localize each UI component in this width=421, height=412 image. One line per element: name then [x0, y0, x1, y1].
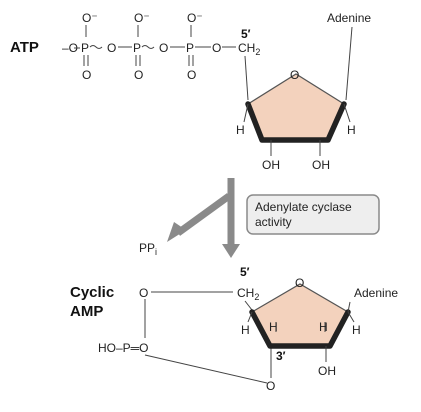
- atp-h1: H: [347, 123, 356, 137]
- atp-o-minus-3: O⁻: [187, 11, 203, 25]
- camp-ribose-front-edge: [249, 309, 351, 349]
- atp-ch2: CH2: [238, 41, 260, 57]
- enzyme-label-line2: activity: [255, 215, 292, 229]
- atp-oh-bonds: [270, 140, 321, 156]
- atp-h4: H: [236, 123, 245, 137]
- camp-label-line2: AMP: [70, 303, 103, 320]
- atp-ch2-ring-bond: [244, 55, 249, 101]
- atp-5-prime: 5′: [241, 27, 251, 41]
- camp-o3: O: [266, 379, 275, 393]
- branch-arrowhead: [167, 222, 186, 242]
- camp-h1-bond: [347, 311, 355, 323]
- atp-o-minus-2: O⁻: [134, 11, 150, 25]
- camp-adenine-bond: [347, 301, 351, 313]
- atp-anhydride-bond-1: [89, 45, 103, 49]
- camp-5-prime: 5′: [240, 265, 250, 279]
- camp-3-prime: 3′: [276, 349, 286, 363]
- camp-oh-2: OH: [318, 364, 336, 378]
- atp-adenine-bond: [345, 26, 353, 101]
- camp-h4: H: [241, 323, 250, 337]
- atp-o-bridge-3: O: [212, 41, 221, 55]
- camp-ch2-ring-bond: [244, 300, 253, 311]
- atp-single-bonds-up: [85, 25, 192, 37]
- camp-molecule: Cyclic AMP O HO–P═O O 5′ CH2 O Adenine H…: [70, 265, 398, 393]
- camp-ch2: CH2: [237, 286, 259, 302]
- atp-o-double-2: O: [134, 68, 143, 82]
- camp-h3: H: [269, 320, 278, 334]
- main-arrowhead: [222, 244, 240, 258]
- ppi-label: PPi: [139, 241, 157, 257]
- atp-oh-2: OH: [312, 158, 330, 172]
- camp-ho-p-o: HO–P═O: [98, 341, 149, 355]
- reaction-arrows: PPi Adenylate cyclase activity: [139, 178, 380, 258]
- atp-p-beta: P: [133, 41, 141, 55]
- camp-adenine: Adenine: [354, 286, 398, 300]
- camp-label-line1: Cyclic: [70, 284, 114, 301]
- camp-ring-oxygen: O: [295, 276, 304, 290]
- camp-o5: O: [139, 286, 148, 300]
- atp-p-gamma: P: [81, 41, 89, 55]
- camp-h4-bond: [247, 311, 253, 323]
- atp-oh-3: OH: [262, 158, 280, 172]
- atp-label: ATP: [10, 39, 39, 56]
- atp-p-alpha: P: [186, 41, 194, 55]
- enzyme-label-line1: Adenylate cyclase: [255, 200, 352, 214]
- atp-o-minus-1: O⁻: [82, 11, 98, 25]
- atp-double-bonds-down: [83, 55, 194, 66]
- atp-h1-bond: [343, 103, 351, 123]
- atp-adenine: Adenine: [327, 11, 371, 25]
- atp-o-double-1: O: [82, 68, 91, 82]
- atp-o-bridge-1: O: [107, 41, 116, 55]
- camp-h1: H: [352, 323, 361, 337]
- atp-h4-bond: [243, 103, 249, 123]
- atp-terminal-o-minus: –O: [62, 41, 78, 55]
- atp-ring-oxygen: O: [290, 68, 299, 82]
- atp-anhydride-bond-2: [141, 45, 155, 49]
- branch-arrow: [175, 193, 232, 236]
- atp-o-bridge-2: O: [159, 41, 168, 55]
- atp-molecule: ATP –O P O P O P O O⁻ O⁻ O⁻ O O O 5′ CH2: [10, 11, 371, 172]
- camp-p-o3-bond: [144, 354, 268, 384]
- atp-o-double-3: O: [187, 68, 196, 82]
- camp-h2: H: [319, 320, 328, 334]
- enzyme-label-box: [246, 194, 380, 235]
- atp-ribose-front-edge: [245, 101, 347, 143]
